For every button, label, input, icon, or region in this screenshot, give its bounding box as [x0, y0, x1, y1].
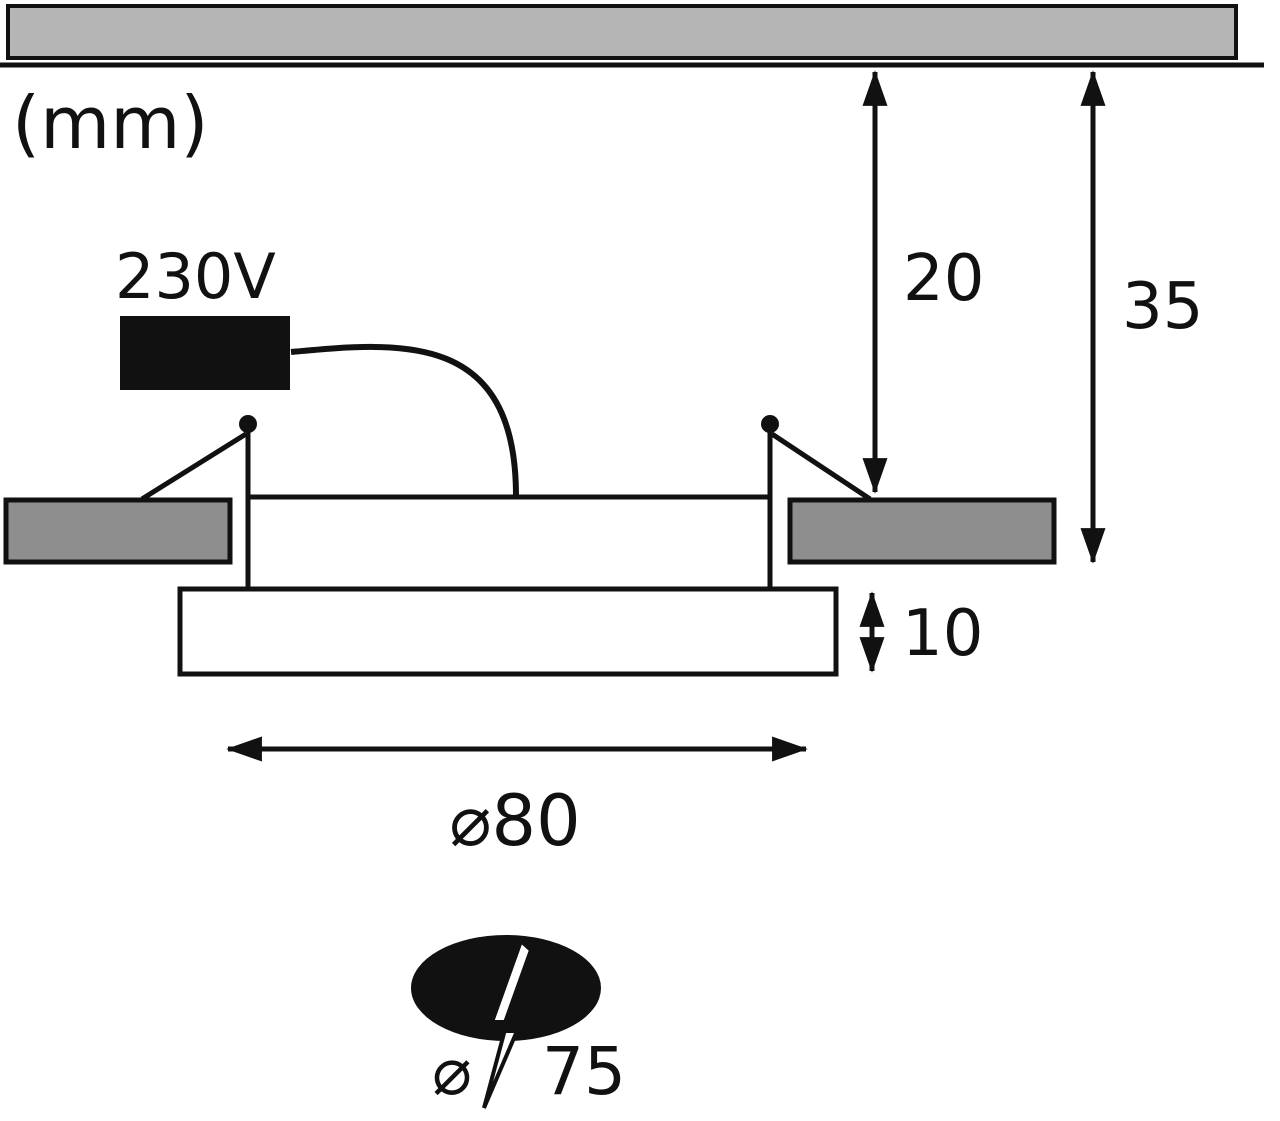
lightning-bolt-icon — [482, 937, 534, 1109]
dim-recess-label: 20 — [903, 242, 984, 316]
dim-total-label: 35 — [1122, 270, 1203, 344]
units-label: (mm) — [12, 81, 208, 165]
cutout-diameter-value: 75 — [542, 1033, 626, 1110]
right-clip-pivot — [761, 415, 779, 433]
right-clip-arm — [770, 431, 872, 502]
right-flange — [787, 497, 1057, 565]
dim-panel-label: 10 — [902, 597, 983, 671]
ceiling-panel — [6, 4, 1238, 60]
cutout-diameter-sign: ⌀ — [432, 1033, 472, 1110]
power-cable — [290, 343, 519, 497]
left-clip-pivot — [239, 415, 257, 433]
driver-box — [120, 316, 290, 390]
left-flange — [3, 497, 233, 565]
diffuser-panel — [177, 586, 839, 677]
dim-diameter-label: ⌀80 — [449, 780, 580, 862]
left-clip-arm — [140, 431, 248, 502]
voltage-label: 230V — [115, 240, 276, 313]
